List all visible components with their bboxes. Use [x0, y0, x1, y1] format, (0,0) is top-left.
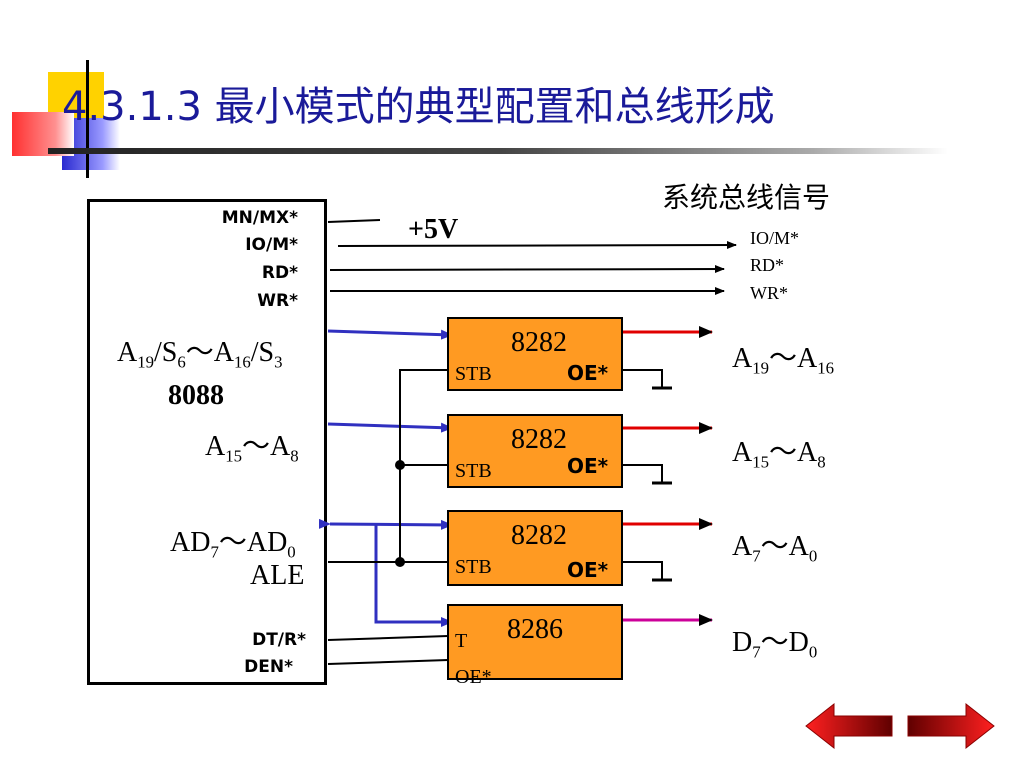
- latch-3-stb: STB: [455, 556, 492, 578]
- wire-stb-bus: [399, 369, 448, 562]
- next-arrow-icon[interactable]: [907, 702, 995, 750]
- output-a15-a8: A15～A8: [732, 437, 826, 472]
- junction-stb-2: [395, 460, 405, 470]
- bus-label-wr: WR*: [750, 283, 788, 303]
- wire-rd: [329, 265, 725, 274]
- cpu-signal-a15-a8: A15～A8: [205, 431, 299, 466]
- prev-arrow-icon[interactable]: [805, 702, 893, 750]
- page-title: 4.3.1.3 最小模式的典型配置和总线形成: [62, 84, 775, 130]
- bus-label-rd: RD*: [750, 255, 785, 275]
- cpu-signal-ad7-ad0: AD7～AD0: [170, 527, 296, 562]
- cpu-name-8088: 8088: [168, 380, 224, 411]
- ground-oe-3: [622, 561, 663, 580]
- ground-oe-1: [622, 369, 663, 388]
- title-underline: [48, 148, 948, 154]
- wire-ad-bus: [318, 518, 453, 530]
- nav-arrows: [805, 702, 995, 750]
- latch-8282-1: 8282 STB OE*: [447, 317, 623, 391]
- output-a7-a0: A7～A0: [732, 531, 818, 566]
- junction-stb-3: [395, 557, 405, 567]
- ground-oe-2: [622, 464, 663, 483]
- pin-wr: WR*: [257, 291, 298, 311]
- pin-io-m: IO/M*: [245, 235, 298, 255]
- latch-2-oe: OE*: [567, 454, 609, 478]
- bus-label-io-m: IO/M*: [750, 228, 799, 248]
- pin-rd: RD*: [261, 263, 298, 283]
- wire-a19: [327, 329, 453, 340]
- latch-1-name: 8282: [511, 327, 567, 358]
- latch-3-oe: OE*: [567, 558, 609, 582]
- wire-io-m: [337, 241, 737, 250]
- wire-dt-r: [327, 635, 449, 641]
- supply-5v-label: +5V: [408, 214, 459, 245]
- latch-2-name: 8282: [511, 424, 567, 455]
- cpu-signal-a19-s6-a16-s3: A19/S6～A16/S3: [117, 337, 283, 372]
- output-d7-d0: D7～D0: [732, 627, 818, 662]
- wire-a15: [327, 422, 453, 433]
- transceiver-oe: OE*: [455, 666, 492, 688]
- latch-3-name: 8282: [511, 520, 567, 551]
- cpu-signal-ale: ALE: [250, 560, 305, 591]
- pin-den: DEN*: [244, 657, 293, 677]
- pin-dt-r: DT/R*: [252, 630, 306, 650]
- transceiver-t: T: [455, 630, 468, 652]
- output-a19-a16: A19～A16: [732, 343, 835, 378]
- latch-8282-3: 8282 STB OE*: [447, 510, 623, 586]
- wire-mn-mx: [327, 219, 381, 223]
- bus-header: 系统总线信号: [662, 181, 831, 214]
- wire-den: [327, 659, 449, 665]
- latch-2-stb: STB: [455, 460, 492, 482]
- transceiver-name: 8286: [507, 614, 563, 645]
- cpu-8088-box: [87, 199, 327, 685]
- latch-1-oe: OE*: [567, 361, 609, 385]
- latch-1-stb: STB: [455, 363, 492, 385]
- logo-vertical-bar: [86, 60, 89, 178]
- transceiver-8286: 8286 T OE*: [447, 604, 623, 688]
- wire-ad-to-8286: [374, 524, 453, 627]
- pin-mn-mx: MN/MX*: [221, 208, 298, 228]
- logo-decoration: [0, 0, 140, 180]
- latch-8282-2: 8282 STB OE*: [447, 414, 623, 488]
